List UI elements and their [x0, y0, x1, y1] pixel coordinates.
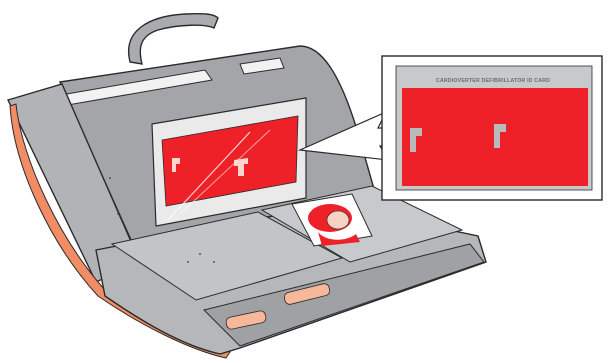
callout-box: CARDIOVERTER DEFIBRILLATOR ID CARD — [382, 56, 602, 200]
handle-icon — [129, 14, 218, 64]
callout-card-title: CARDIOVERTER DEFIBRILLATOR ID CARD — [436, 78, 550, 84]
